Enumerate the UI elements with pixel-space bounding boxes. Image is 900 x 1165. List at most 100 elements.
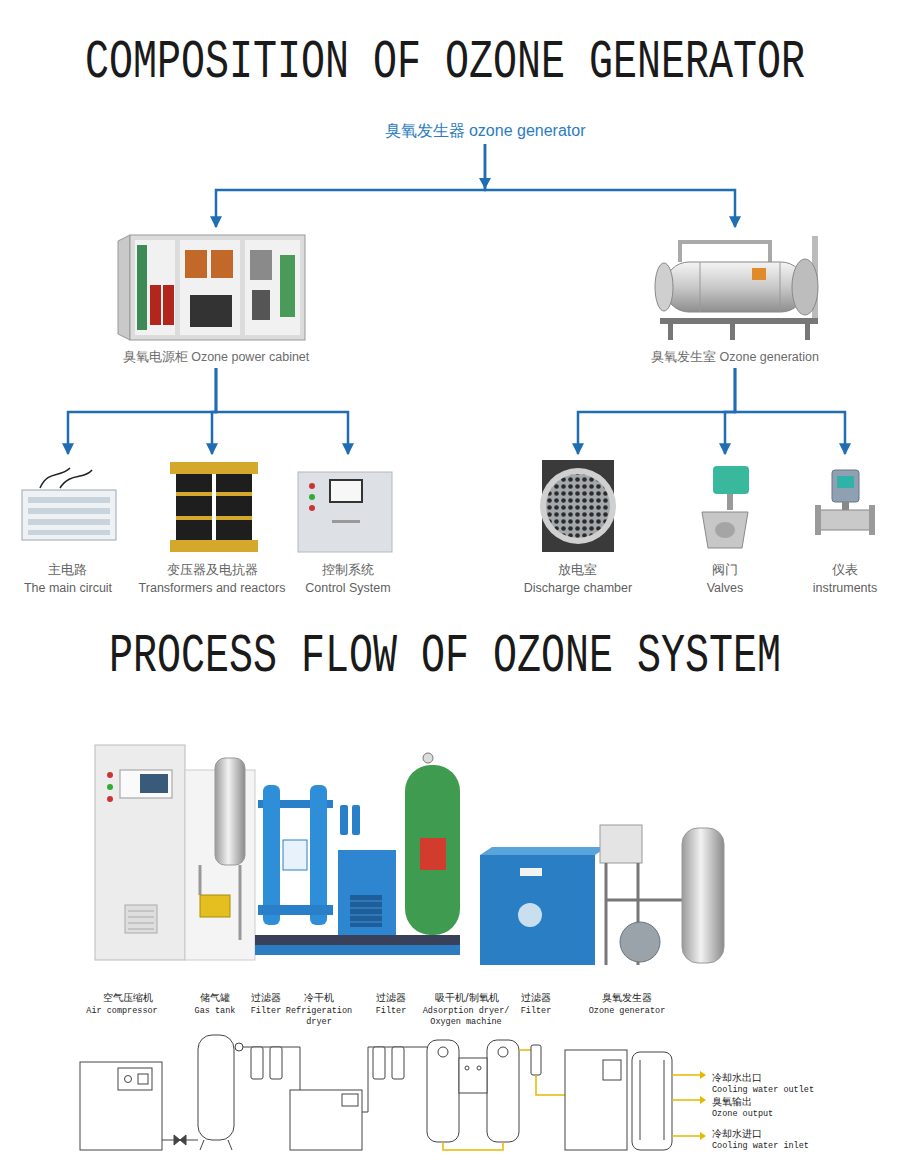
transformer-picture xyxy=(176,516,212,520)
process-schematic xyxy=(80,1062,162,1150)
system-photo xyxy=(95,745,724,965)
flowmeter-picture xyxy=(815,505,821,535)
system-photo xyxy=(620,922,660,962)
part-label: Air compressor xyxy=(77,1006,167,1017)
power-cabinet-picture xyxy=(150,285,161,325)
process-schematic xyxy=(465,1066,469,1070)
component-box: 臭氧发生室 Ozone generation xyxy=(645,228,825,366)
generation-room-picture xyxy=(668,318,673,340)
circuit-board-picture xyxy=(28,519,110,525)
tree-connector xyxy=(735,368,845,454)
node-label: 变压器及电抗器 xyxy=(167,562,258,580)
discharge-chamber-picture xyxy=(540,460,616,552)
system-photo xyxy=(606,863,682,965)
flowmeter-picture xyxy=(842,502,849,510)
part-box: 放电室Discharge chamber xyxy=(520,455,636,597)
process-schematic xyxy=(531,1045,541,1075)
valve-picture xyxy=(715,522,735,538)
system-photo xyxy=(128,911,154,929)
process-schematic xyxy=(118,1068,152,1090)
part-label: 过滤器 xyxy=(491,992,581,1004)
part-box: 控制系统Control System xyxy=(300,455,396,597)
part-box: 变压器及电抗器Transformers and reactors xyxy=(135,455,290,597)
power-cabinet-picture xyxy=(135,240,175,335)
system-photo xyxy=(107,772,113,778)
process-schematic xyxy=(632,1052,672,1150)
system-photo xyxy=(423,753,433,763)
system-photo xyxy=(405,765,460,935)
transformer-picture xyxy=(176,492,212,496)
process-schematic xyxy=(290,1090,362,1150)
tree-connector xyxy=(725,368,735,454)
part-box: 仪表instruments xyxy=(809,455,882,597)
process-schematic xyxy=(200,1140,232,1150)
valve-picture xyxy=(727,494,733,510)
node-label: 臭氧发生器 ozone generator xyxy=(385,120,586,142)
system-photo xyxy=(95,745,185,960)
process-schematic xyxy=(603,1060,621,1080)
valve-picture xyxy=(702,512,748,548)
system-photo xyxy=(107,796,113,802)
process-schematic xyxy=(198,1035,234,1140)
tree-connector xyxy=(68,368,216,454)
power-cabinet-picture xyxy=(280,255,295,317)
node-label: 臭氧发生室 Ozone generation xyxy=(651,349,819,367)
part-label: 冷却水进口 xyxy=(712,1128,762,1140)
control-panel-picture xyxy=(309,505,315,511)
system-photo xyxy=(258,905,333,915)
circuit-board-picture xyxy=(22,468,116,540)
node-label: Discharge chamber xyxy=(524,580,632,598)
generation-room-picture xyxy=(665,262,805,312)
process-schematic xyxy=(125,1076,132,1083)
process-schematic xyxy=(362,1047,427,1112)
control-panel-picture xyxy=(309,483,315,489)
process-schematic xyxy=(174,1135,186,1145)
system-photo xyxy=(255,935,460,945)
system-photo xyxy=(480,855,595,965)
power-cabinet-picture xyxy=(252,290,270,320)
system-photo xyxy=(140,774,168,793)
flowmeter-picture xyxy=(815,470,875,535)
root-label: 臭氧发生器 ozone generator xyxy=(381,120,590,142)
part-label: Ozone generator xyxy=(582,1006,672,1017)
system-photo xyxy=(283,840,307,870)
part-label: 空气压缩机 xyxy=(83,992,173,1004)
process-schematic xyxy=(536,1075,565,1095)
circuit-board-picture xyxy=(40,468,92,488)
part-label: Filter xyxy=(491,1006,581,1017)
system-photo xyxy=(310,785,327,925)
node-label: Transformers and reactors xyxy=(139,580,286,598)
process-schematic xyxy=(80,1035,706,1150)
part-label: 臭氧输出 xyxy=(712,1096,752,1108)
system-photo xyxy=(518,903,542,927)
part-label: Adsorption dryer/ Oxygen machine xyxy=(416,1006,516,1028)
node-label: instruments xyxy=(813,580,878,598)
power-cabinet-picture xyxy=(130,235,305,340)
part-label: 吸干机/制氧机 xyxy=(422,992,512,1004)
process-schematic xyxy=(138,1074,148,1084)
system-photo xyxy=(200,865,240,940)
process-schematic xyxy=(672,1075,700,1136)
process-schematic xyxy=(700,1071,706,1079)
node-label: 主电路 xyxy=(48,562,87,580)
flowmeter-picture xyxy=(832,470,859,502)
process-schematic xyxy=(477,1066,481,1070)
part-box: 主电路The main circuit xyxy=(20,455,116,597)
system-photo xyxy=(340,805,348,835)
tree-connector xyxy=(216,144,485,227)
control-panel-picture xyxy=(298,472,392,552)
process-schematic xyxy=(270,1047,282,1079)
part-label: Cooling water outlet xyxy=(712,1085,814,1096)
part-label: Cooling water inlet xyxy=(712,1141,809,1152)
tree-connector xyxy=(485,144,735,227)
node-label: 控制系统 xyxy=(322,562,374,580)
system-photo xyxy=(338,850,396,935)
tree-connector xyxy=(216,368,348,454)
generation-room-picture xyxy=(730,318,735,340)
process-schematic xyxy=(700,1132,706,1140)
power-cabinet-picture xyxy=(118,235,305,340)
system-photo xyxy=(263,785,280,925)
